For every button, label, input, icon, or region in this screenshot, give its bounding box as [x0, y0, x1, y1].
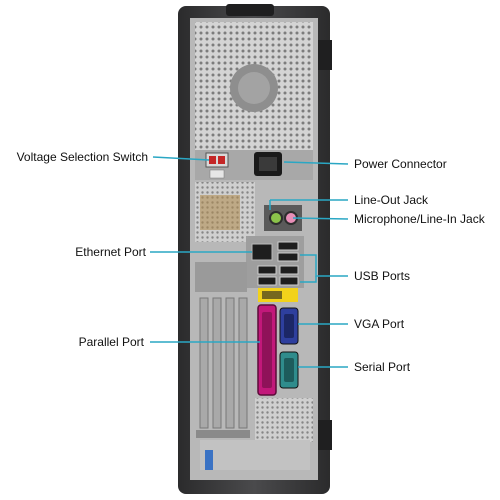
serial-port[interactable]	[279, 351, 299, 389]
leader-power-connector	[283, 161, 349, 165]
vga-port[interactable]	[279, 307, 299, 345]
expansion-slots	[195, 262, 250, 438]
fan-grille	[195, 22, 313, 150]
ethernet-port[interactable]	[251, 243, 273, 261]
io-block	[246, 236, 304, 288]
ethernet-port-label: Ethernet Port	[75, 245, 146, 259]
vga-port-label: VGA Port	[354, 317, 405, 331]
voltage-switch-label: Voltage Selection Switch	[16, 150, 148, 164]
line-out-jack-label: Line-Out Jack	[354, 193, 429, 207]
leader-voltage-switch	[152, 156, 210, 161]
usb-port[interactable]	[257, 265, 277, 275]
leader-usb	[300, 254, 348, 277]
mic-line-in-jack-label: Microphone/Line-In Jack	[354, 212, 485, 226]
usb-port[interactable]	[279, 265, 299, 275]
usb-port[interactable]	[277, 252, 299, 262]
leader-lines	[150, 156, 349, 368]
parallel-port-label: Parallel Port	[78, 335, 144, 349]
usb-port[interactable]	[257, 276, 277, 286]
leader-usb-2	[300, 276, 317, 283]
serial-port-label: Serial Port	[354, 360, 411, 374]
usb-ports-label: USB Ports	[354, 269, 411, 283]
power-connector-label: Power Connector	[354, 157, 447, 171]
power-supply	[195, 150, 313, 180]
usb-port[interactable]	[277, 241, 299, 251]
leader-mic-in	[292, 217, 349, 220]
parallel-port[interactable]	[257, 304, 277, 396]
usb-port[interactable]	[279, 276, 299, 286]
line-out-jack[interactable]	[269, 211, 283, 225]
